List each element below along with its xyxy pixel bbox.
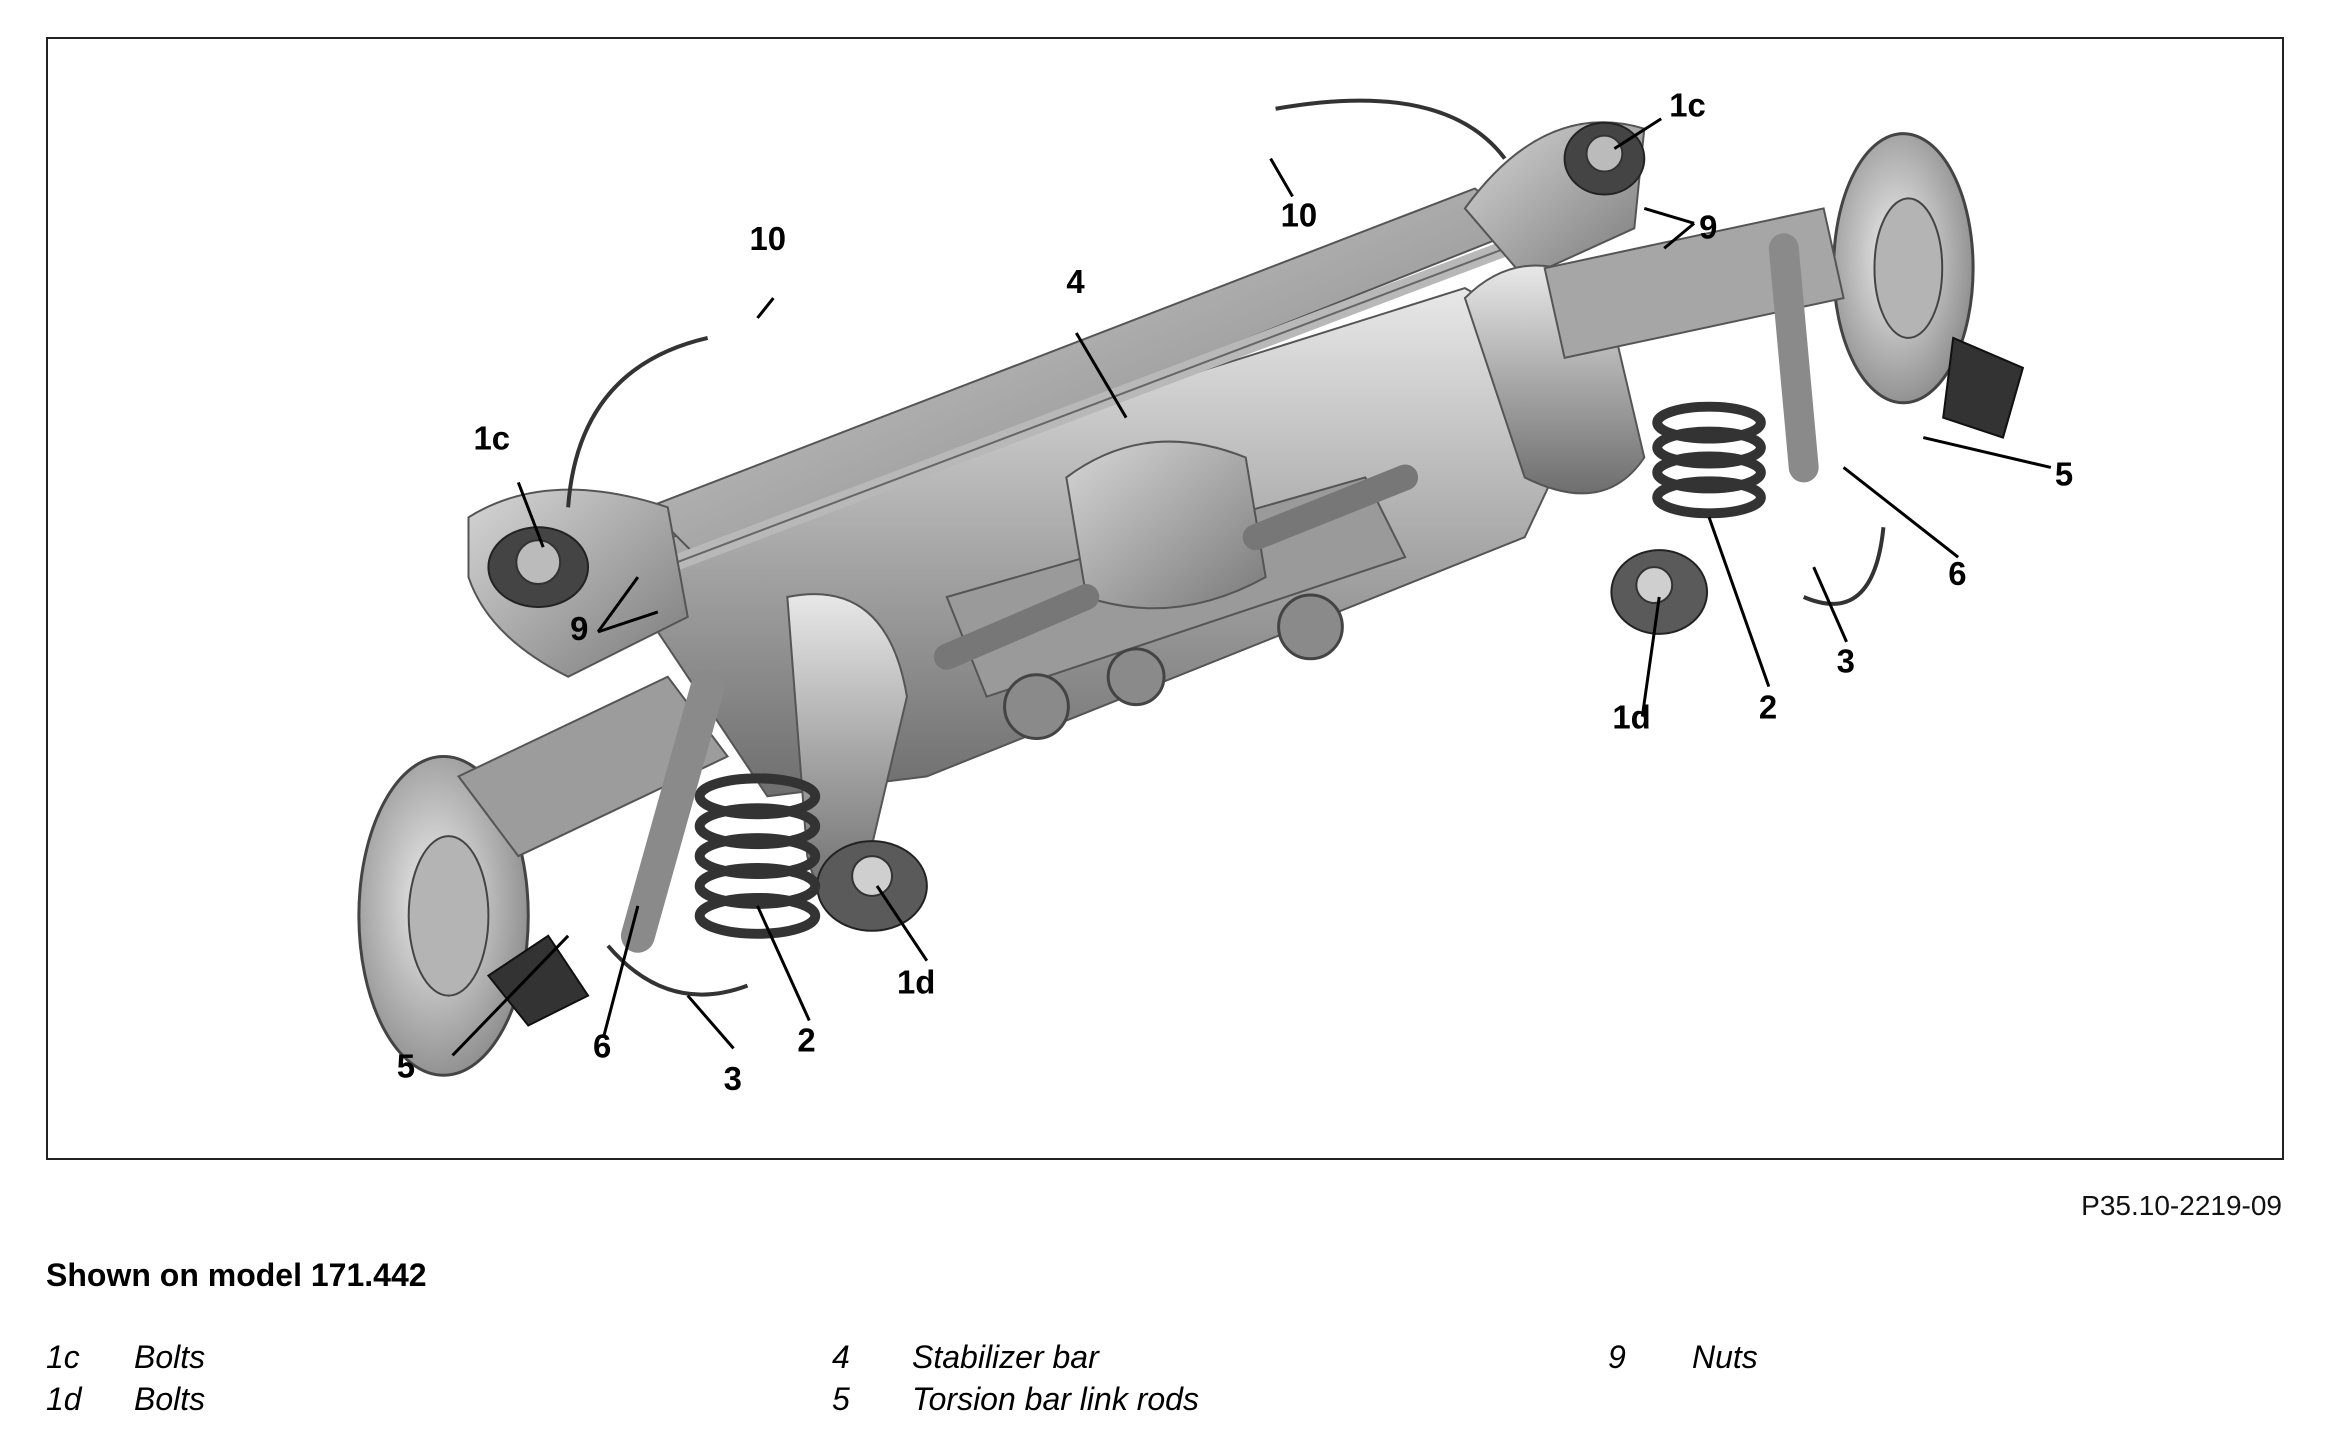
callout-1d-right: 1d (1612, 699, 1650, 736)
callout-1c-right: 1c (1669, 87, 1706, 124)
callout-10-left: 10 (749, 220, 786, 257)
leader-lines (451, 117, 2052, 1057)
left-coil-spring (694, 773, 821, 939)
legend-desc: Bolts (134, 1381, 206, 1417)
callout-5-right: 5 (2055, 455, 2073, 492)
right-coil-spring (1652, 401, 1766, 519)
legend-desc: Torsion bar link rods (912, 1381, 1199, 1417)
legend-code: 5 (832, 1381, 850, 1417)
legend-desc: Bolts (134, 1339, 206, 1375)
left-sensor-cable (566, 335, 709, 508)
left-shock-absorber (620, 669, 725, 953)
legend-desc: Stabilizer bar (912, 1339, 1099, 1375)
callout-10-right: 10 (1281, 196, 1318, 233)
left-brake-line (606, 944, 749, 997)
model-note: Shown on model 171.442 (46, 1257, 427, 1293)
callout-6-left: 6 (593, 1027, 611, 1064)
callout-3-right: 3 (1837, 643, 1855, 680)
callout-2-right: 2 (1759, 689, 1777, 726)
legend-code: 1d (46, 1381, 82, 1417)
callout-1c-left: 1c (473, 420, 510, 457)
legend-desc: Nuts (1692, 1339, 1758, 1375)
right-wheel-hub (1543, 132, 2025, 439)
callout-9-left: 9 (570, 610, 588, 647)
legend-code: 4 (832, 1339, 850, 1375)
callout-9-right: 9 (1699, 208, 1717, 245)
right-sensor-cable (1275, 98, 1507, 160)
right-shock-absorber (1768, 233, 1819, 483)
callout-1d-left: 1d (897, 964, 935, 1001)
figure-code: P35.10-2219-09 (2081, 1190, 2282, 1221)
figure-frame: 1c 1c 1d 1d 2 2 3 3 4 5 5 6 6 9 9 10 10 (46, 37, 2284, 1160)
legend-code: 9 (1608, 1339, 1626, 1375)
legend-code: 1c (46, 1339, 80, 1375)
callout-3-left: 3 (724, 1060, 742, 1097)
differential (933, 440, 1419, 670)
callout-5-left: 5 (397, 1047, 415, 1084)
left-wheel-hub (357, 675, 730, 1077)
right-mount (1463, 121, 1709, 635)
right-brake-line (1802, 527, 1886, 606)
callout-4: 4 (1066, 263, 1085, 300)
rear-axle-illustration: 1c 1c 1d 1d 2 2 3 3 4 5 5 6 6 9 9 10 10 (357, 87, 2073, 1097)
callout-2-left: 2 (797, 1021, 815, 1058)
callout-6-right: 6 (1948, 555, 1966, 592)
